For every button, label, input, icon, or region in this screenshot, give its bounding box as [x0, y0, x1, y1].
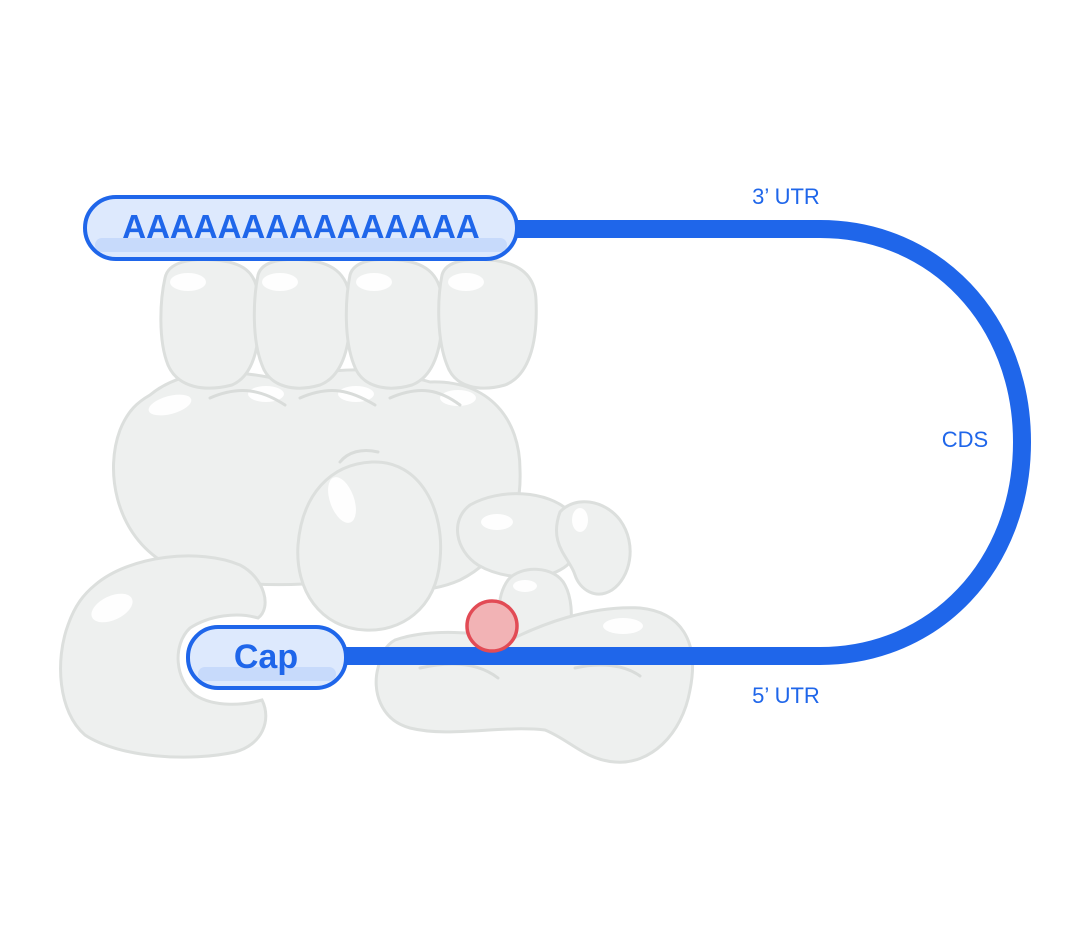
cds-label: CDS	[942, 427, 988, 452]
round-protein	[296, 448, 443, 632]
cap-label: Cap	[234, 638, 298, 676]
poly-a-tail: AAAAAAAAAAAAAAA	[83, 195, 519, 261]
five-prime-cap: Cap	[186, 625, 348, 690]
ribosome-small-subunit	[374, 606, 695, 764]
utr3-label: 3’ UTR	[752, 184, 820, 209]
utr5-label: 5’ UTR	[752, 683, 820, 708]
pabp-lobes	[159, 257, 538, 390]
cap-binding-protein	[59, 554, 268, 759]
mrna-strand	[321, 220, 1031, 665]
poly-a-label: AAAAAAAAAAAAAAA	[122, 208, 479, 245]
start-codon-marker	[465, 599, 519, 653]
